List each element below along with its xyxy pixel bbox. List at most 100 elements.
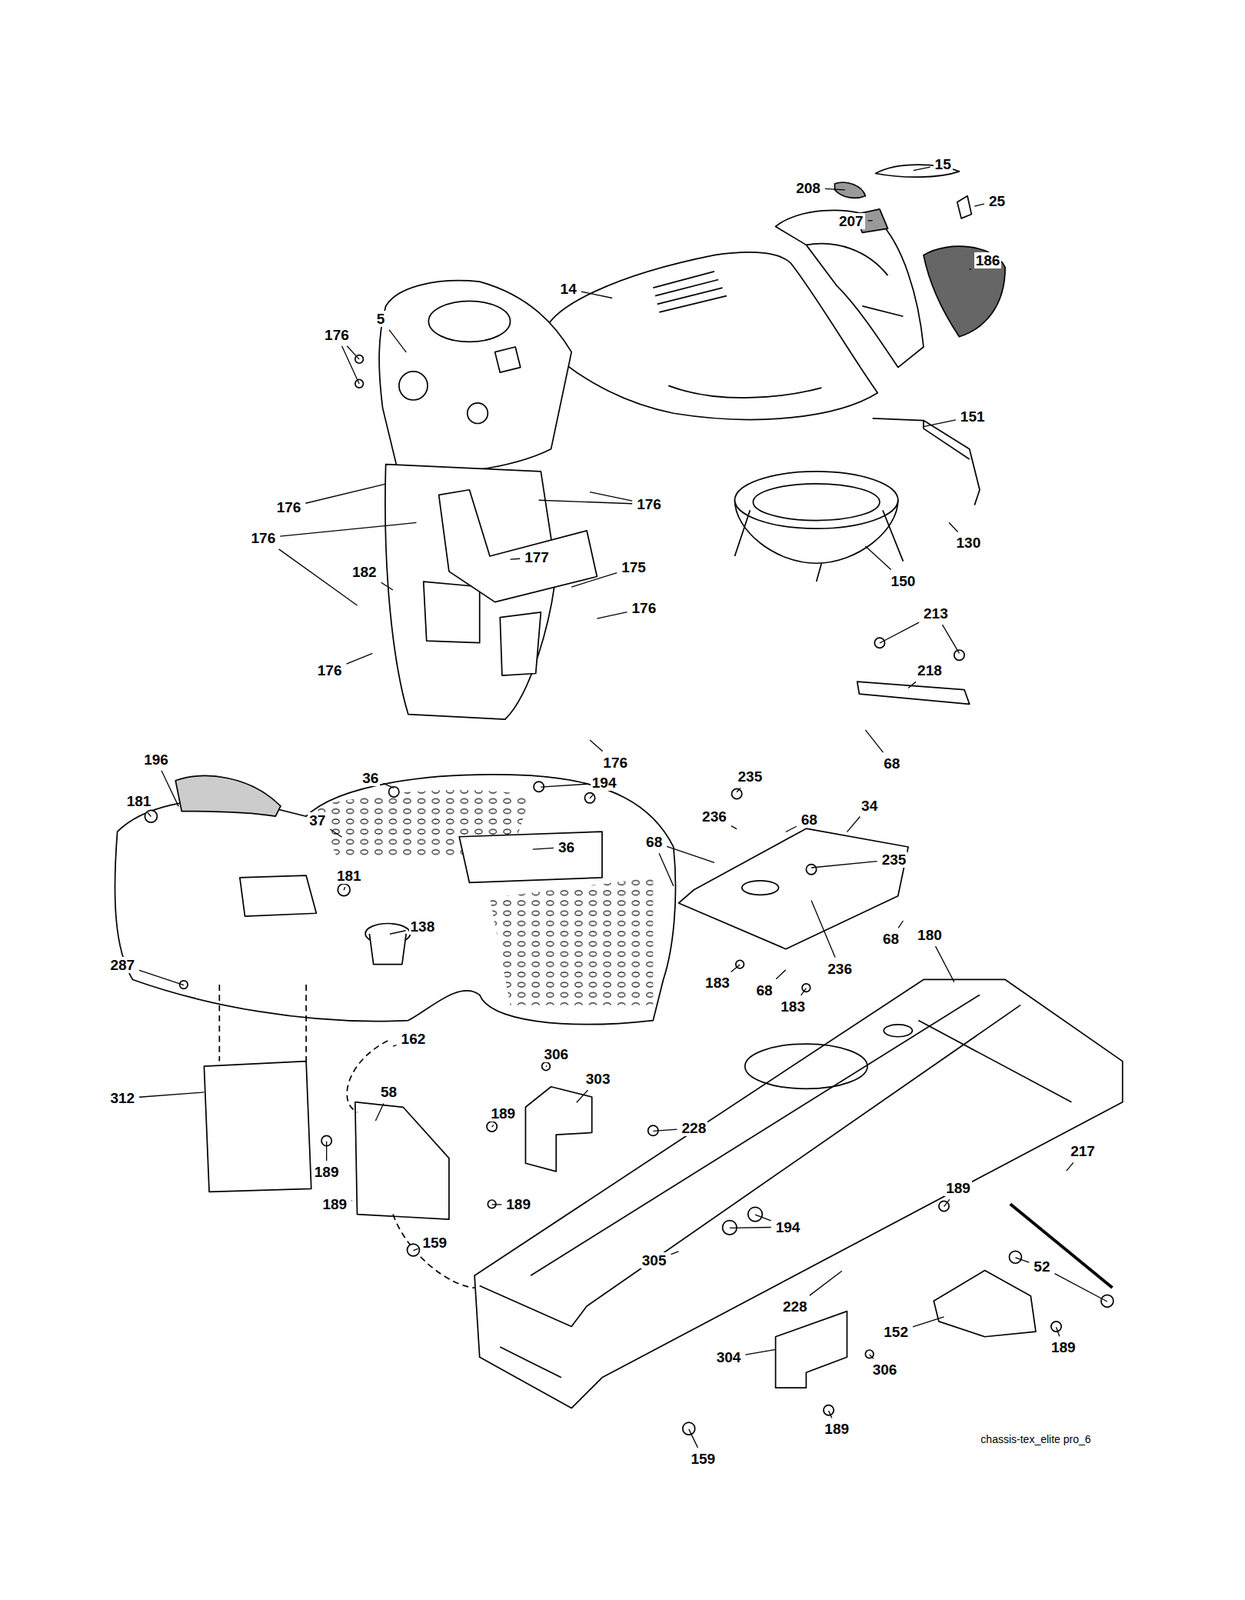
leader-line bbox=[736, 787, 741, 792]
leader-line bbox=[775, 969, 786, 979]
leader-line bbox=[510, 558, 521, 560]
leader-line bbox=[666, 845, 715, 863]
leader-line bbox=[589, 793, 594, 798]
callout-number: 189 bbox=[489, 1105, 517, 1122]
callout-number: 306 bbox=[542, 1045, 570, 1062]
leader-line bbox=[532, 847, 554, 849]
callout-number: 189 bbox=[504, 1195, 533, 1212]
leader-line bbox=[809, 1270, 843, 1295]
leader-line bbox=[846, 816, 860, 833]
callout-number: 37 bbox=[307, 812, 327, 829]
leader-line bbox=[375, 1102, 384, 1121]
leader-line bbox=[571, 572, 617, 587]
leader-line bbox=[731, 964, 740, 972]
callout-number: 152 bbox=[882, 1323, 910, 1340]
callout-number: 287 bbox=[108, 956, 137, 973]
leader-line bbox=[879, 622, 919, 643]
leader-line bbox=[305, 483, 386, 503]
callout-number: 138 bbox=[409, 918, 437, 935]
callout-number: 68 bbox=[644, 833, 664, 850]
callout-number: 181 bbox=[335, 867, 363, 884]
leader-line bbox=[581, 291, 613, 298]
leader-line bbox=[948, 522, 958, 532]
callout-number: 162 bbox=[399, 1030, 428, 1047]
leader-line bbox=[969, 268, 972, 270]
leader-line bbox=[828, 1410, 833, 1418]
leader-line bbox=[389, 930, 407, 935]
callout-number: 176 bbox=[322, 326, 351, 343]
leader-line bbox=[392, 1045, 397, 1047]
leader-line bbox=[729, 1226, 772, 1229]
callout-number: 176 bbox=[249, 529, 278, 546]
callout-number: 194 bbox=[774, 1218, 803, 1236]
leader-line bbox=[923, 419, 956, 427]
callout-number: 159 bbox=[689, 1450, 717, 1467]
leader-line bbox=[161, 770, 179, 807]
callout-number: 68 bbox=[882, 755, 902, 772]
leader-line bbox=[869, 1354, 874, 1359]
callout-number: 182 bbox=[350, 563, 379, 580]
callout-number: 236 bbox=[700, 808, 729, 825]
callout-number: 312 bbox=[108, 1089, 137, 1106]
callout-number: 235 bbox=[736, 768, 765, 785]
callout-number: 228 bbox=[781, 1298, 809, 1315]
leader-line bbox=[540, 783, 587, 787]
leader-line bbox=[389, 329, 407, 353]
callout-number: 189 bbox=[312, 1163, 341, 1180]
callout-number: 183 bbox=[778, 998, 807, 1015]
callout-number: 186 bbox=[974, 252, 1002, 269]
leader-line bbox=[279, 522, 417, 536]
callout-number: 180 bbox=[915, 926, 944, 943]
leader-line bbox=[670, 1251, 679, 1255]
leader-line bbox=[1066, 1161, 1074, 1171]
callout-number: 175 bbox=[619, 559, 648, 576]
callout-number: 235 bbox=[880, 851, 909, 868]
leader-line bbox=[412, 1248, 418, 1250]
leader-line bbox=[539, 499, 633, 503]
leader-line bbox=[974, 203, 985, 207]
leader-line bbox=[935, 945, 955, 983]
callout-number: 189 bbox=[944, 1179, 973, 1196]
leader-line bbox=[659, 852, 674, 886]
leader-line bbox=[731, 825, 737, 829]
leader-line bbox=[492, 1203, 503, 1205]
callout-number: 194 bbox=[590, 774, 619, 791]
callout-number: 68 bbox=[799, 811, 819, 828]
leader-line bbox=[1015, 1257, 1029, 1262]
leader-line bbox=[350, 1199, 353, 1201]
callout-number: 236 bbox=[825, 960, 854, 977]
leader-line bbox=[811, 899, 836, 957]
callout-number: 305 bbox=[640, 1251, 669, 1269]
leader-line bbox=[589, 492, 633, 501]
callout-number: 176 bbox=[275, 499, 303, 516]
callout-number: 151 bbox=[958, 408, 987, 425]
leader-line bbox=[545, 1065, 547, 1066]
leader-line bbox=[139, 969, 184, 985]
callout-number: 159 bbox=[420, 1234, 449, 1251]
leader-line bbox=[942, 624, 959, 653]
callout-number: 36 bbox=[556, 838, 576, 856]
leader-line bbox=[898, 920, 903, 928]
leader-line bbox=[868, 219, 873, 222]
callout-number: 213 bbox=[922, 605, 950, 622]
callout-number: 176 bbox=[630, 599, 659, 616]
callout-number: 68 bbox=[881, 930, 901, 947]
leader-line bbox=[825, 188, 846, 190]
leader-line bbox=[1055, 1326, 1059, 1336]
leader-line bbox=[944, 1198, 950, 1206]
leader-line bbox=[865, 545, 891, 570]
callout-number: 208 bbox=[794, 179, 823, 197]
callout-number: 150 bbox=[889, 572, 918, 590]
leader-line bbox=[576, 1089, 589, 1102]
leader-line bbox=[382, 782, 394, 788]
leader-line bbox=[492, 1124, 494, 1127]
leader-line bbox=[908, 681, 916, 688]
leader-line bbox=[147, 812, 151, 816]
leader-line bbox=[279, 549, 358, 606]
callout-number: 68 bbox=[754, 982, 774, 999]
callout-number: 52 bbox=[1031, 1258, 1052, 1275]
leader-line bbox=[811, 861, 878, 868]
leader-line bbox=[326, 1141, 327, 1161]
